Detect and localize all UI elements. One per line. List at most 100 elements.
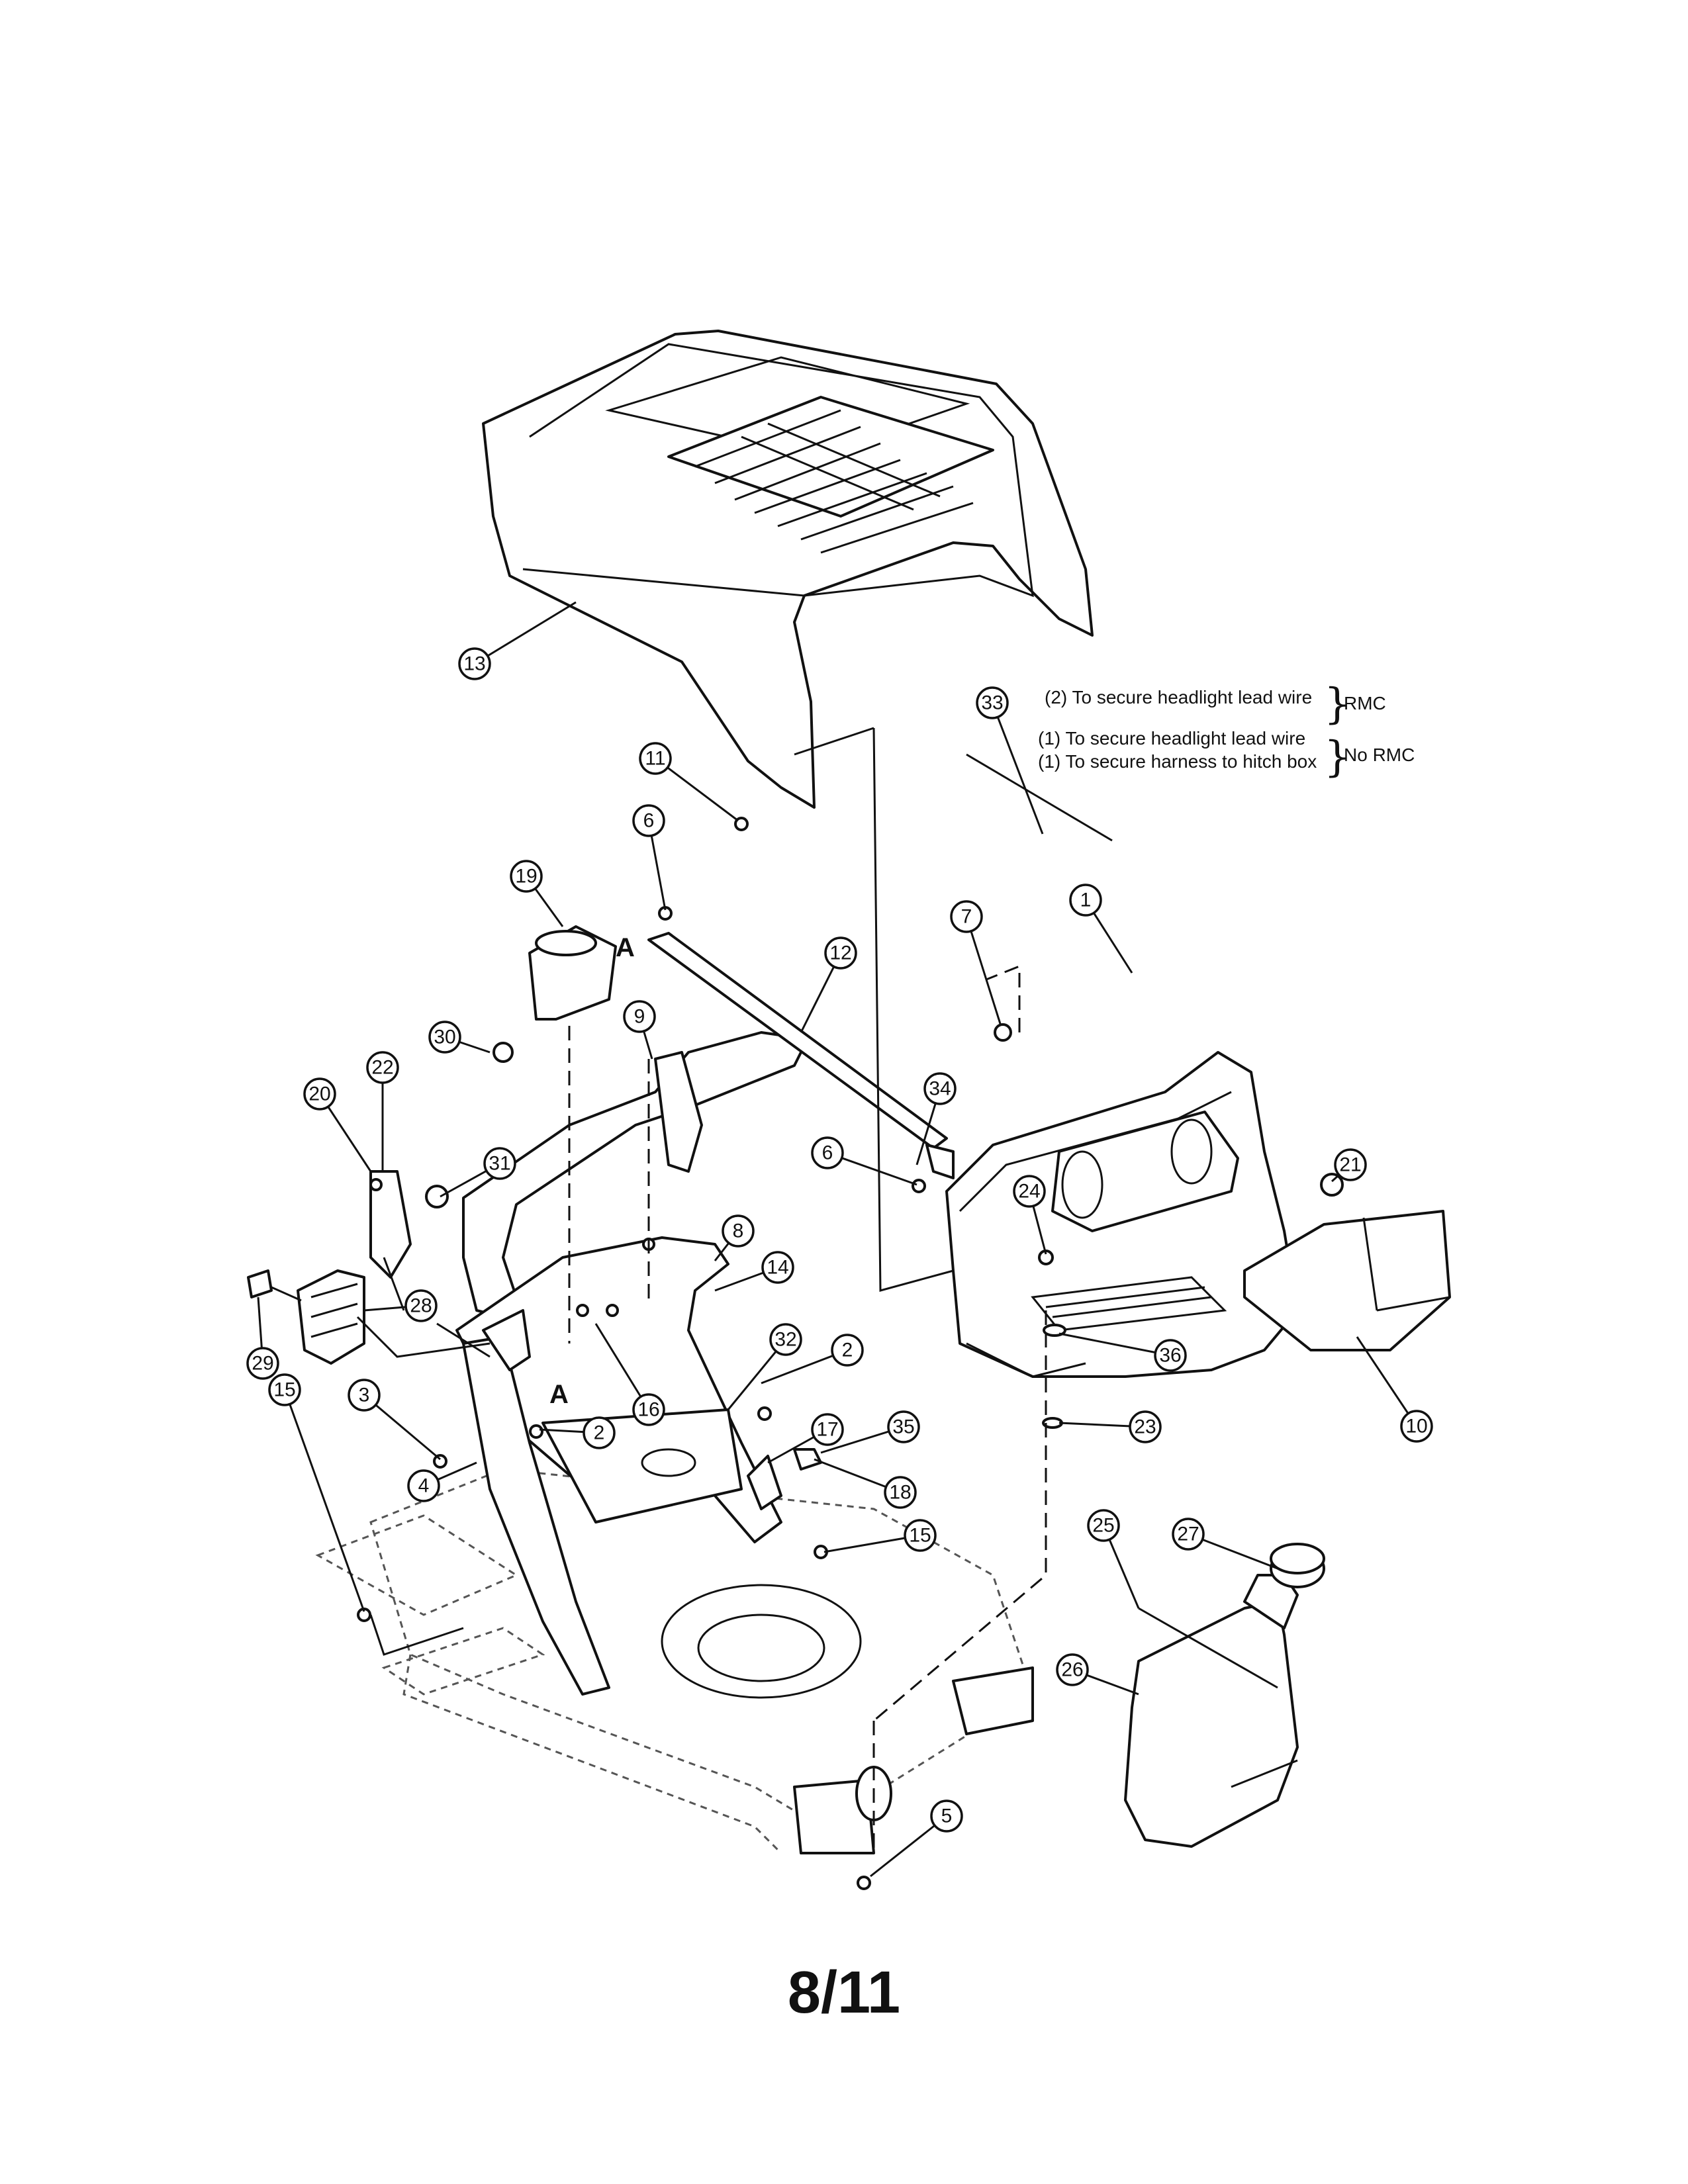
callout-25: 25 — [1087, 1509, 1120, 1542]
callout-circle — [831, 1334, 864, 1367]
dash-pedestal — [455, 1236, 782, 1696]
callout-1: 1 — [1069, 884, 1102, 917]
callout-4: 4 — [407, 1469, 440, 1502]
callout-circle — [303, 1077, 336, 1111]
callout-circle — [887, 1410, 920, 1443]
callout-6: 6 — [811, 1136, 844, 1169]
callout-number: 36 — [1159, 1345, 1181, 1367]
callout-leader-line — [1058, 1332, 1171, 1357]
callout-33: 33 — [976, 686, 1009, 719]
callout-number: 12 — [829, 942, 851, 964]
callout-circle — [1056, 1653, 1089, 1686]
callout-circle — [811, 1136, 844, 1169]
callout-number: 22 — [371, 1057, 393, 1079]
callout-circle — [246, 1347, 279, 1380]
steering-boot — [528, 925, 617, 1021]
callout-leader-line — [594, 1323, 650, 1410]
callout-leader-line — [1356, 1336, 1418, 1427]
callout-circle — [1400, 1410, 1433, 1443]
callout-10: 10 — [1400, 1410, 1433, 1443]
fuel-strap — [1138, 1607, 1278, 1689]
callout-circle — [583, 1416, 616, 1449]
callout-2: 2 — [583, 1416, 616, 1449]
callout-number: 8 — [733, 1220, 744, 1242]
callout-number: 13 — [463, 653, 485, 675]
callout-34: 34 — [923, 1072, 957, 1105]
callout-leader-line — [283, 1389, 365, 1612]
callout-2: 2 — [831, 1334, 864, 1367]
note-line-no-rmc-2: (1) To secure harness to hitch box — [1038, 751, 1317, 772]
reference-letter-a: A — [616, 933, 635, 962]
cable-tie — [966, 753, 1113, 842]
callout-leader-line — [474, 601, 577, 665]
callout-number: 1 — [1080, 889, 1092, 911]
callout-circle — [1129, 1410, 1162, 1443]
callout-22: 22 — [366, 1051, 399, 1084]
callout-7: 7 — [950, 900, 983, 933]
callout-number: 26 — [1061, 1659, 1083, 1681]
callout-circle — [1154, 1339, 1187, 1372]
callout-leader-line — [655, 757, 739, 822]
callout-circle — [366, 1051, 399, 1084]
callout-number: 4 — [418, 1475, 430, 1497]
cable-tie-note: (2) To secure headlight lead wire } RMC … — [1038, 680, 1415, 782]
callout-15: 15 — [268, 1373, 301, 1406]
callout-number: 16 — [637, 1399, 659, 1421]
callout-circle — [923, 1072, 957, 1105]
callout-leader-line — [965, 916, 1002, 1026]
ignition-switch — [297, 1269, 365, 1365]
callout-number: 29 — [252, 1353, 273, 1375]
callout-number: 27 — [1177, 1524, 1199, 1545]
callout-3: 3 — [348, 1379, 381, 1412]
callout-20: 20 — [303, 1077, 336, 1111]
callout-circle — [1334, 1148, 1367, 1181]
callout-circle — [632, 1393, 665, 1426]
callout-32: 32 — [769, 1323, 802, 1356]
callout-number: 30 — [434, 1026, 455, 1048]
callout-26: 26 — [1056, 1653, 1089, 1686]
callout-number: 34 — [929, 1078, 951, 1100]
callout-27: 27 — [1172, 1518, 1205, 1551]
callout-number: 23 — [1134, 1416, 1156, 1438]
callout-number: 15 — [273, 1379, 295, 1401]
callout-23: 23 — [1129, 1410, 1162, 1443]
callout-21: 21 — [1334, 1148, 1367, 1181]
callout-16: 16 — [632, 1393, 665, 1426]
callout-28: 28 — [404, 1289, 438, 1322]
callout-number: 31 — [489, 1153, 510, 1175]
note-brace: } — [1324, 733, 1351, 782]
callout-circle — [458, 647, 491, 680]
callout-circle — [428, 1021, 461, 1054]
callout-number: 21 — [1339, 1154, 1361, 1176]
callout-circle — [268, 1373, 301, 1406]
note-tag-rmc: RMC — [1344, 693, 1386, 713]
callout-number: 32 — [774, 1329, 796, 1351]
callout-circle — [884, 1476, 917, 1509]
callout-number: 14 — [767, 1257, 788, 1279]
callout-5: 5 — [930, 1799, 963, 1833]
note-line-rmc: (2) To secure headlight lead wire — [1045, 687, 1312, 707]
assembly-lines — [356, 727, 1047, 1853]
callout-number: 11 — [645, 748, 665, 770]
note-tag-no-rmc: No RMC — [1344, 745, 1415, 765]
callout-number: 28 — [410, 1295, 432, 1317]
callout-number: 24 — [1018, 1181, 1040, 1203]
callout-number: 2 — [842, 1340, 853, 1361]
callout-circle — [811, 1413, 844, 1446]
callout-layer: 1223456678910111213141515161718192021222… — [246, 601, 1433, 1878]
callout-circle — [950, 900, 983, 933]
ignition-key — [247, 1269, 302, 1302]
callout-leader-line — [363, 1394, 441, 1461]
grille-housing — [945, 1051, 1299, 1378]
callout-circle — [930, 1799, 963, 1833]
callout-circle — [722, 1214, 755, 1248]
callout-circle — [761, 1251, 794, 1284]
note-line-no-rmc-1: (1) To secure headlight lead wire — [1038, 728, 1305, 749]
callout-14: 14 — [761, 1251, 794, 1284]
callout-circle — [1172, 1518, 1205, 1551]
callout-leader-line — [991, 702, 1044, 835]
callout-circle — [904, 1519, 937, 1552]
page-number: 8/11 — [787, 1960, 901, 2026]
